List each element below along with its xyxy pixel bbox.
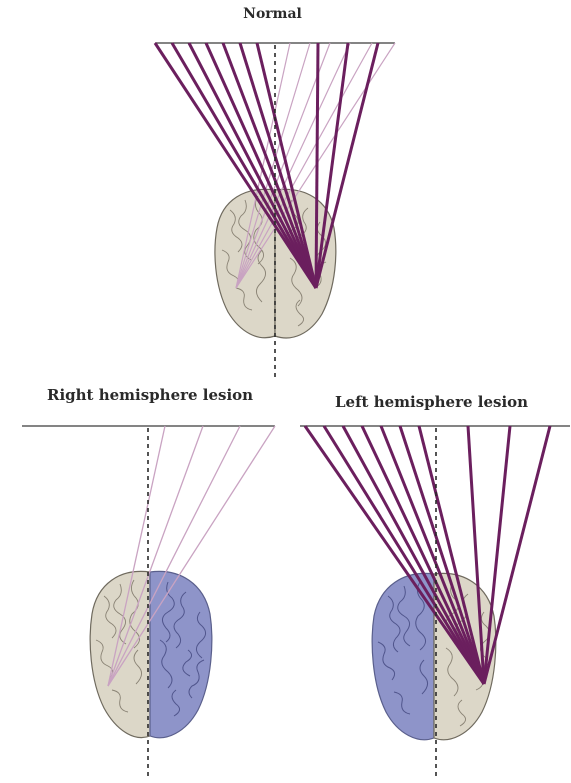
normal-panel	[155, 43, 395, 378]
right-lesion-brain	[90, 571, 212, 737]
left-lesion-panel	[300, 426, 570, 780]
right-hemisphere-lesioned	[150, 571, 212, 737]
right-lesion-panel	[22, 426, 275, 780]
